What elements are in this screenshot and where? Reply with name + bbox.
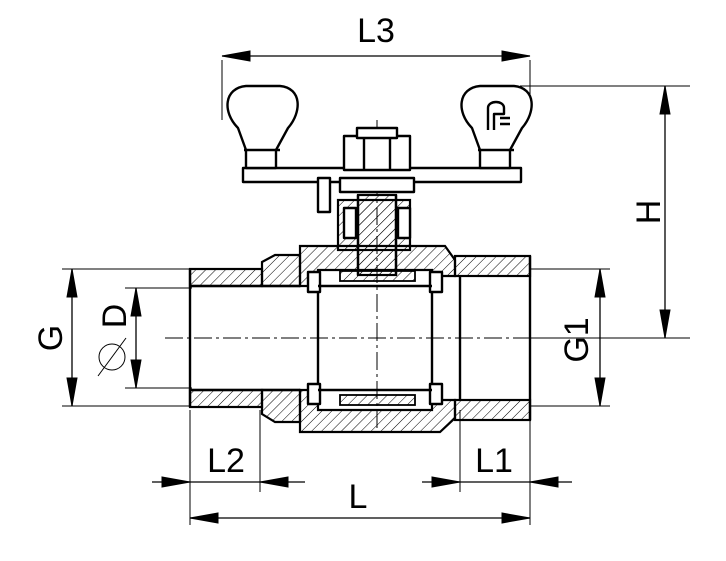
valve-stem [336, 120, 412, 430]
dimension-g1 [530, 268, 610, 407]
brand-logo-icon [486, 100, 510, 130]
hex-nut [342, 134, 412, 172]
label-l3: L3 [357, 12, 395, 50]
label-l: L [349, 478, 368, 516]
left-wing [226, 84, 299, 170]
right-wing [460, 84, 533, 170]
dimension-d [97, 287, 192, 389]
dimension-l1 [422, 410, 572, 525]
dimension-l2 [152, 410, 305, 525]
butterfly-handle [226, 84, 533, 214]
label-d: D [96, 304, 134, 329]
label-g: G [32, 325, 70, 351]
diameter-symbol [98, 343, 126, 371]
label-h: H [630, 200, 668, 225]
label-l2: L2 [207, 442, 245, 480]
dimension-h [520, 85, 690, 339]
dimension-g [62, 268, 190, 407]
dimension-l3 [221, 50, 531, 120]
label-l1: L1 [475, 442, 513, 480]
label-g1: G1 [558, 317, 596, 362]
dimension-l [189, 512, 531, 524]
